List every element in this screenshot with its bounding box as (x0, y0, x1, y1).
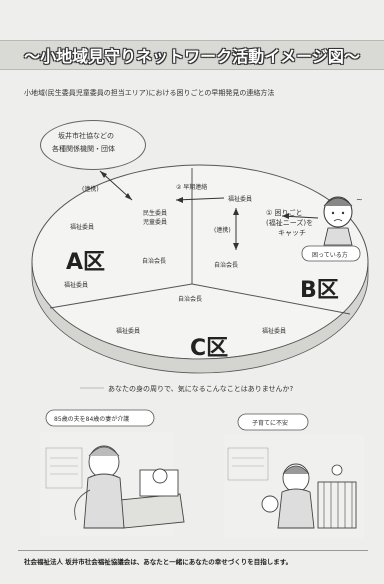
svg-text:~: ~ (356, 195, 363, 204)
footer-text: 社会福祉法人 坂井市社会福祉協議会は、あなたと一緒にあなたの幸せづくりを目指しま… (24, 558, 293, 566)
renkei-label-left: (連携) (82, 186, 99, 193)
fukushi-label-top: 福祉委員 (228, 196, 253, 203)
arrowhead (125, 193, 132, 200)
area-a-label: A区 (66, 250, 106, 275)
fukushi-label-a2: 福祉委員 (64, 282, 89, 289)
arrowhead (233, 243, 239, 250)
jichi-label-a: 自治会長 (142, 258, 167, 265)
komari-label-1: ① 困りごと (266, 209, 303, 217)
fukushi-label-c1: 福祉委員 (116, 328, 141, 335)
childcare-illustration (224, 434, 364, 538)
example-2-title: 子育てに不安 (252, 420, 289, 427)
agencies-label-line1: 坂井市社協などの (58, 132, 114, 140)
jido-label: 児童委員 (143, 219, 168, 226)
komatte-label: 困っている方 (312, 252, 348, 259)
example-2-bubble (237, 413, 309, 431)
komatte-box (301, 245, 361, 262)
renkei-label-mid: (連携) (214, 227, 231, 234)
arrowhead (233, 208, 239, 215)
agencies-bubble (40, 120, 146, 170)
example-1-bubble (45, 409, 155, 427)
elderly-care-illustration (40, 432, 185, 536)
soki-renraku-label: ② 早期連絡 (176, 184, 208, 191)
fukushi-label-a1: 福祉委員 (70, 224, 95, 231)
page-title: 〜小地域見守りネットワーク活動イメージ図〜 (24, 47, 360, 66)
area-c-label: C区 (190, 336, 229, 361)
minsei-label: 民生委員 (143, 210, 168, 217)
page-subtitle: 小地域(民生委員児童委員の担当エリア)における困りごとの早期発見の連絡方法 (24, 89, 275, 97)
divider-bc (191, 283, 351, 315)
jichi-label-mid: 自治会長 (214, 262, 239, 269)
arrowhead (176, 197, 183, 203)
soki-renraku-arrow (175, 197, 225, 201)
example-1-title: 85歳の夫を84歳の妻が介護 (54, 416, 130, 423)
divider-ac (49, 283, 193, 309)
agencies-label-line2: 各種関係機関・団体 (52, 145, 115, 153)
arrowhead (282, 213, 289, 219)
worried-person-icon: ~ (323, 195, 363, 246)
title-banner: 〜小地域見守りネットワーク活動イメージ図〜 (0, 40, 384, 70)
jichi-label-c: 自治会長 (178, 296, 203, 303)
komari-label-3: キャッチ (278, 229, 306, 237)
area-b-label: B区 (300, 278, 339, 303)
fukushi-label-c2: 福祉委員 (262, 328, 287, 335)
disc-edge (31, 261, 369, 374)
footer-divider (18, 550, 368, 551)
question-text: あなたの身の周りで、気になるこんなことはありませんか? (108, 385, 294, 393)
arrowhead (100, 171, 107, 178)
komari-label-2: (福祉ニーズ)を (266, 219, 314, 227)
